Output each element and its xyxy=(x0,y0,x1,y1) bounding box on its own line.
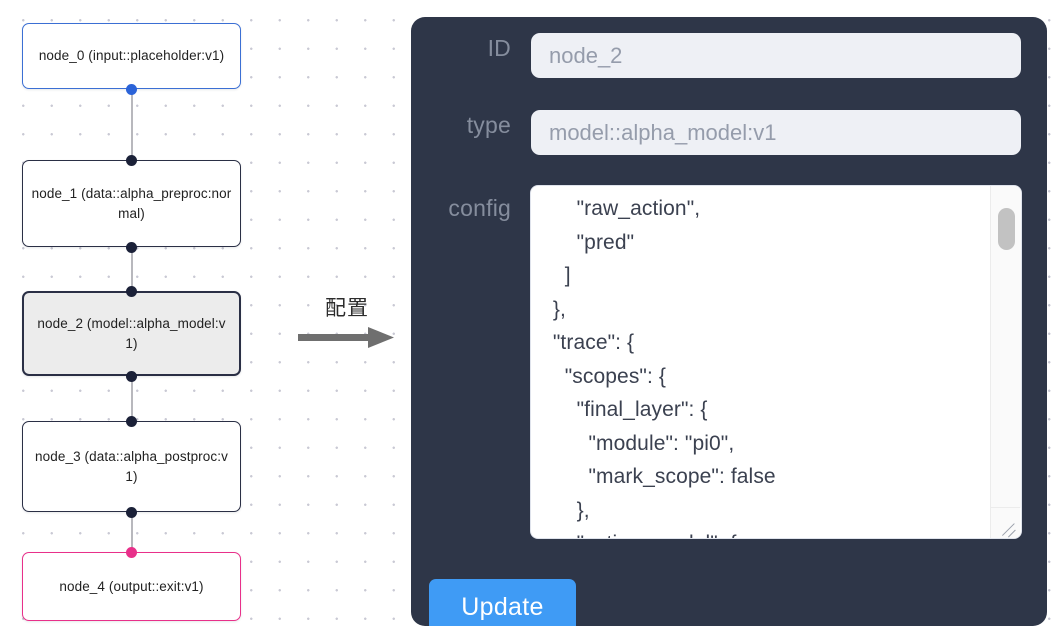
id-input[interactable] xyxy=(531,33,1021,78)
graph-node-label: node_0 (input::placeholder:v1) xyxy=(38,48,225,63)
graph-node-node_1[interactable]: node_1 (data::alpha_preproc:normal) xyxy=(22,160,241,247)
config-scrollbar[interactable] xyxy=(990,186,1021,508)
port-node_2-in[interactable] xyxy=(126,286,137,297)
field-label-type: type xyxy=(466,112,511,138)
port-node_1-in[interactable] xyxy=(126,155,137,166)
graph-node-label: node_1 (data::alpha_preproc:normal) xyxy=(31,185,232,221)
port-node_0-out[interactable] xyxy=(126,84,137,95)
field-row-id: ID xyxy=(429,33,1021,78)
field-row-config: config "raw_action", "pred" ] }, "trace"… xyxy=(429,186,1021,538)
annotation-label: 配置 xyxy=(325,296,369,320)
field-label-config: config xyxy=(448,195,511,221)
arrow-right-icon xyxy=(292,325,402,356)
graph-node-node_2[interactable]: node_2 (model::alpha_model:v1) xyxy=(22,291,241,376)
field-row-type: type xyxy=(429,110,1021,155)
type-input[interactable] xyxy=(531,110,1021,155)
edge-node2-node3 xyxy=(130,375,133,421)
graph-node-node_3[interactable]: node_3 (data::alpha_postproc:v1) xyxy=(22,421,241,512)
graph-node-node_0[interactable]: node_0 (input::placeholder:v1) xyxy=(22,23,241,89)
update-button[interactable]: Update xyxy=(429,579,576,626)
port-node_4-in[interactable] xyxy=(126,547,137,558)
port-node_3-out[interactable] xyxy=(126,507,137,518)
edge-node0-node1 xyxy=(130,88,133,160)
field-label-id: ID xyxy=(487,35,511,61)
graph-node-label: node_2 (model::alpha_model:v1) xyxy=(37,315,226,351)
resize-grip-icon[interactable] xyxy=(990,507,1020,538)
port-node_1-out[interactable] xyxy=(126,242,137,253)
graph-node-node_4[interactable]: node_4 (output::exit:v1) xyxy=(22,552,241,621)
edge-node1-node2 xyxy=(130,246,133,292)
graph-node-label: node_3 (data::alpha_postproc:v1) xyxy=(35,448,228,484)
config-textarea-wrapper[interactable]: "raw_action", "pred" ] }, "trace": { "sc… xyxy=(531,186,1021,538)
config-scrollbar-thumb[interactable] xyxy=(998,208,1015,250)
config-textarea[interactable]: "raw_action", "pred" ] }, "trace": { "sc… xyxy=(552,197,776,538)
config-panel: ID type config "raw_action", "pred" ] },… xyxy=(411,17,1047,626)
edge-node3-node4 xyxy=(130,511,133,552)
annotation-configure: 配置 xyxy=(292,295,402,356)
port-node_3-in[interactable] xyxy=(126,416,137,427)
graph-node-label: node_4 (output::exit:v1) xyxy=(59,578,204,594)
port-node_2-out[interactable] xyxy=(126,371,137,382)
